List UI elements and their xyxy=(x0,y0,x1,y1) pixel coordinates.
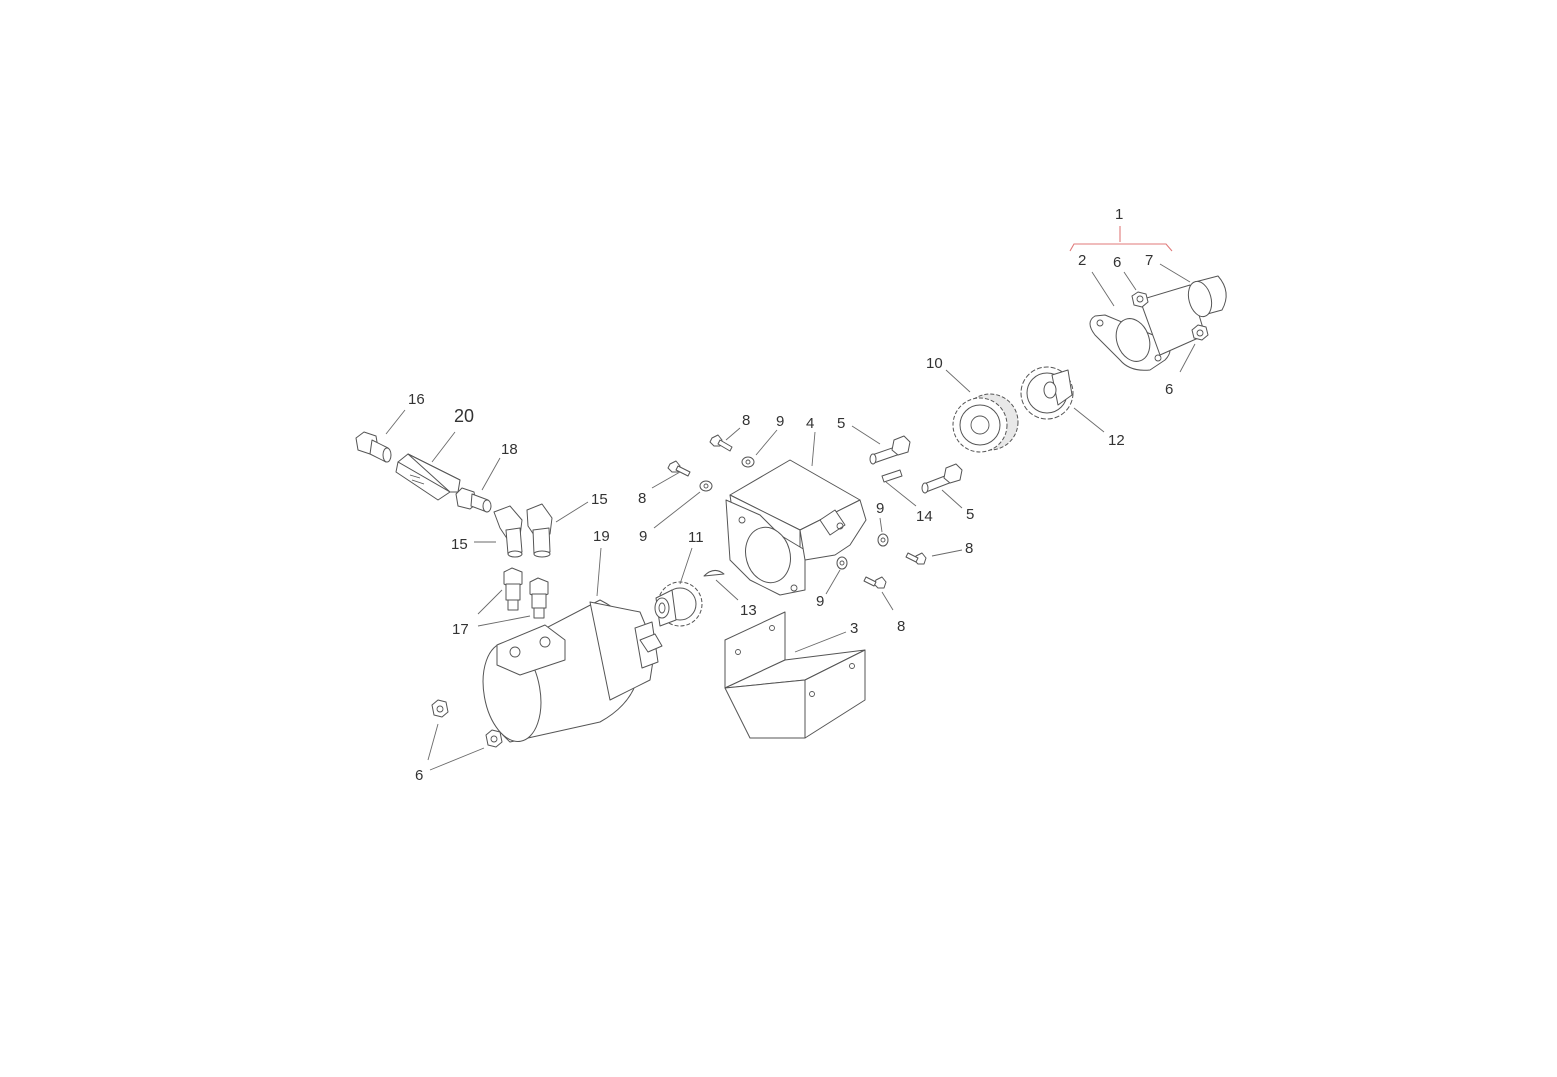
part-screw-8b xyxy=(667,460,691,477)
part-nut-bottom-a xyxy=(431,699,449,718)
callout-8-bottom: 8 xyxy=(897,618,905,635)
callout-8-right: 8 xyxy=(965,540,973,557)
callout-8-left: 8 xyxy=(638,490,646,507)
part-bolt-5b xyxy=(921,463,963,494)
part-valve-20 xyxy=(395,453,461,501)
callout-16: 16 xyxy=(408,391,425,408)
callout-3: 3 xyxy=(850,620,858,637)
part-bolt-5a xyxy=(869,435,911,465)
part-washer-9a xyxy=(741,456,755,468)
callout-9-right: 9 xyxy=(876,500,884,517)
callout-14: 14 xyxy=(916,508,933,525)
part-washer-9b xyxy=(699,480,713,492)
part-nut-top-b xyxy=(1191,324,1209,341)
part-screw-8d xyxy=(863,576,887,589)
callout-15-right: 15 xyxy=(591,491,608,508)
part-double-sprocket-10 xyxy=(952,393,1019,453)
callout-6-bottom: 6 xyxy=(415,767,423,784)
callout-15-left: 15 xyxy=(451,536,468,553)
part-bushing xyxy=(1187,275,1227,318)
part-key-14 xyxy=(881,469,903,483)
part-fitting-16 xyxy=(355,431,392,463)
part-elbow-15a xyxy=(493,505,523,558)
assembly-bracket-1 xyxy=(1069,226,1173,252)
callout-7: 7 xyxy=(1145,252,1153,269)
callout-5-right: 5 xyxy=(966,506,974,523)
callout-9-top: 9 xyxy=(776,413,784,430)
callout-9-bottom: 9 xyxy=(816,593,824,610)
callout-19: 19 xyxy=(593,528,610,545)
part-nipple-18 xyxy=(455,487,492,513)
callout-18: 18 xyxy=(501,441,518,458)
part-channel-guard-3 xyxy=(724,611,866,739)
callout-11: 11 xyxy=(688,529,704,546)
part-sprocket-12 xyxy=(1020,366,1074,420)
callout-9-left: 9 xyxy=(639,528,647,545)
callout-4: 4 xyxy=(806,415,814,432)
callout-6-top: 6 xyxy=(1113,254,1121,271)
part-mount-bracket-4 xyxy=(725,459,867,596)
part-screw-8c xyxy=(905,552,927,565)
callout-17: 17 xyxy=(452,621,469,638)
part-washer-9d xyxy=(836,556,848,570)
part-elbow-15b xyxy=(526,503,553,558)
callout-20: 20 xyxy=(454,406,474,426)
part-sprocket-11 xyxy=(654,581,703,627)
callout-8-top: 8 xyxy=(742,412,750,429)
part-washer-9c xyxy=(877,533,889,547)
part-hydraulic-motor-19 xyxy=(482,599,663,743)
part-screw-8a xyxy=(709,434,733,452)
part-woodruff-key-13 xyxy=(703,570,725,577)
part-nut-top-a xyxy=(1131,291,1149,308)
callout-labels: 1 2 6 7 6 10 12 5 4 5 14 8 9 8 9 9 8 9 8… xyxy=(408,206,1173,784)
callout-6-right: 6 xyxy=(1165,381,1173,398)
callout-12: 12 xyxy=(1108,432,1125,449)
callout-13: 13 xyxy=(740,602,757,619)
part-nut-bottom-b xyxy=(485,729,503,748)
part-adapter-17a xyxy=(503,567,523,611)
callout-10: 10 xyxy=(926,355,943,372)
part-adapter-17b xyxy=(529,577,549,619)
callout-5-top: 5 xyxy=(837,415,845,432)
callout-1: 1 xyxy=(1115,206,1123,223)
callout-2: 2 xyxy=(1078,252,1086,269)
leader-lines xyxy=(385,263,1196,771)
